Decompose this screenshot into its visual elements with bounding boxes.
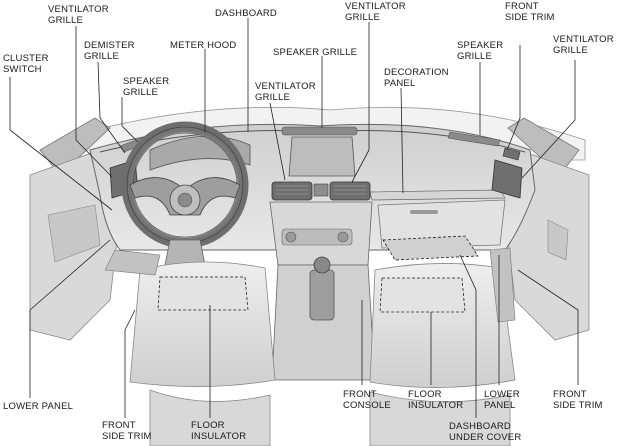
speaker-grille-center (281, 126, 358, 136)
label-cluster-switch: CLUSTER SWITCH (3, 53, 49, 75)
label-front-console: FRONT CONSOLE (343, 389, 391, 411)
label-floor-insulator-left: FLOOR INSULATOR (191, 420, 247, 442)
floor-insulator-right (379, 277, 466, 313)
floor-insulator-left (157, 276, 249, 311)
shift-lever-boot (309, 269, 335, 321)
center-display (288, 136, 356, 177)
lower-panel-right-shape (489, 247, 516, 323)
glove-box (377, 199, 506, 249)
label-speaker-grille-center: SPEAKER GRILLE (273, 47, 358, 58)
label-ventilator-grille-left: VENTILATOR GRILLE (48, 4, 109, 26)
label-speaker-grille-right: SPEAKER GRILLE (457, 40, 504, 62)
label-meter-hood: METER HOOD (170, 40, 237, 51)
label-dashboard-under-cover: DASHBOARD UNDER COVER (449, 421, 522, 443)
speaker-grille-right (447, 131, 501, 147)
leader-lines (9, 18, 579, 418)
label-speaker-grille-left: SPEAKER GRILLE (123, 76, 170, 98)
label-front-side-trim-bottom-left: FRONT SIDE TRIM (102, 420, 152, 442)
lower-panel-left-shape (104, 249, 161, 276)
right-corner-vent (502, 147, 521, 161)
label-ventilator-grille-right: VENTILATOR GRILLE (553, 34, 614, 56)
label-dashboard: DASHBOARD (215, 8, 277, 19)
decoration-panel (369, 189, 506, 201)
label-front-side-trim-top: FRONT SIDE TRIM (505, 1, 555, 23)
label-lower-panel-right: LOWER PANEL (484, 389, 520, 411)
label-lower-panel-left: LOWER PANEL (3, 401, 74, 412)
label-decoration-panel: DECORATION PANEL (384, 67, 449, 89)
label-front-side-trim-bottom-right: FRONT SIDE TRIM (553, 389, 603, 411)
label-ventilator-grille-center: VENTILATOR GRILLE (255, 81, 316, 103)
right-vent (491, 159, 523, 199)
label-ventilator-grille-top: VENTILATOR GRILLE (345, 1, 406, 23)
center-vent-right (329, 181, 371, 201)
dashboard-under-cover (382, 235, 479, 261)
center-vent-left (271, 181, 313, 201)
label-floor-insulator-right: FLOOR INSULATOR (408, 389, 464, 411)
label-demister-grille: DEMISTER GRILLE (84, 40, 135, 62)
